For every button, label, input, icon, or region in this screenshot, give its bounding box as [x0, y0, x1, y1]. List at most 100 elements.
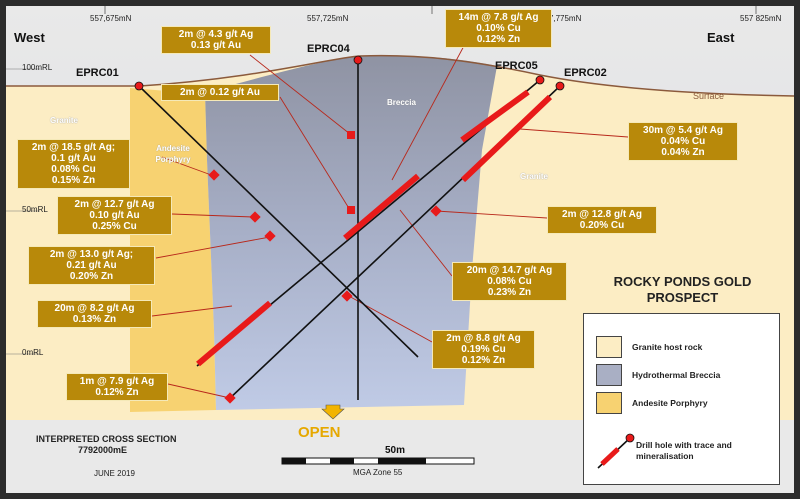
- callout-line: 2m @ 12.7 g/t Ag: [74, 199, 155, 210]
- interval: [460, 94, 553, 183]
- legend-interval: [600, 447, 620, 466]
- leader-line: [167, 383, 231, 399]
- callout-line: 0.23% Zn: [487, 287, 532, 298]
- legend-swatch-granite: [596, 336, 622, 358]
- callout-line: 20m @ 8.2 g/t Ag: [54, 303, 135, 314]
- interval-point: [224, 392, 236, 404]
- callout-line: 2m @ 8.8 g/t Ag: [446, 333, 521, 344]
- leader-line: [155, 236, 271, 259]
- assay-callout: 2m @ 8.8 g/t Ag 0.19% Cu 0.12% Zn: [432, 330, 535, 369]
- interval-point: [249, 211, 261, 223]
- leader-line: [171, 213, 254, 218]
- callout-line: 0.20% Zn: [69, 271, 114, 282]
- assay-callout: 30m @ 5.4 g/t Ag 0.04% Cu 0.04% Zn: [628, 122, 738, 161]
- assay-callout: 2m @ 4.3 g/t Ag 0.13 g/t Au: [161, 26, 271, 54]
- coord-label-2: 557,725mN: [307, 14, 349, 23]
- leader-line: [391, 43, 466, 181]
- collar-eprc01: [134, 81, 144, 91]
- callout-line: 20m @ 14.7 g/t Ag: [466, 265, 553, 276]
- callout-line: 0.21 g/t Au: [66, 260, 117, 271]
- coord-label-1: 557,675mN: [90, 14, 132, 23]
- andesite-label: Andesite Porphyry: [155, 144, 191, 164]
- callout-line: 0.19% Cu: [461, 344, 506, 355]
- legend-collar: [625, 433, 635, 443]
- leader-line: [435, 210, 548, 219]
- assay-callout: 2m @ 12.8 g/t Ag 0.20% Cu: [547, 206, 657, 234]
- scale-bar: [281, 457, 475, 465]
- callout-line: 0.1 g/t Au: [51, 153, 96, 164]
- section-title: INTERPRETED CROSS SECTION: [36, 434, 177, 444]
- callout-line: 0.12% Zn: [476, 34, 521, 45]
- callout-line: 14m @ 7.8 g/t Ag: [458, 12, 539, 23]
- section-coord: 7792000mE: [78, 445, 128, 455]
- interval: [343, 173, 420, 241]
- callout-line: 0.25% Cu: [92, 221, 137, 232]
- surface-label: Surface: [693, 91, 725, 101]
- interval: [196, 300, 272, 367]
- legend-label-andesite: Andesite Porphyry: [632, 398, 708, 408]
- legend-label-granite: Granite host rock: [632, 342, 703, 352]
- coord-label-3: 557,775mN: [540, 14, 582, 23]
- callout-line: 2m @ 12.8 g/t Ag: [562, 209, 642, 220]
- legend-drill-icon: [597, 433, 635, 469]
- hole-label-eprc02: EPRC02: [564, 67, 607, 79]
- zone-label: MGA Zone 55: [353, 468, 403, 477]
- legend-swatch-andesite: [596, 392, 622, 414]
- callout-line: 0.12% Zn: [461, 355, 506, 366]
- callout-line: 0.13% Zn: [72, 314, 117, 325]
- callout-line: 0.12% Zn: [95, 387, 139, 398]
- callout-line: 2m @ 0.12 g/t Au: [180, 87, 260, 98]
- leader-lines: [151, 43, 629, 399]
- interval-point: [347, 206, 355, 214]
- rl-label-50: 50mRL: [22, 205, 48, 214]
- callout-line: 0.13 g/t Au: [190, 40, 242, 51]
- assay-callout: 1m @ 7.9 g/t Ag 0.12% Zn: [66, 373, 168, 401]
- collar-eprc04: [353, 55, 363, 65]
- hole-label-eprc04: EPRC04: [307, 43, 350, 55]
- legend-swatch-breccia: [596, 364, 622, 386]
- legend-label-drill: Drill hole with trace and mineralisation: [636, 440, 732, 461]
- callout-line: 2m @ 18.5 g/t Ag;: [31, 142, 116, 153]
- hole-label-eprc05: EPRC05: [495, 60, 538, 72]
- legend-label-breccia: Hydrothermal Breccia: [632, 370, 721, 380]
- trace-eprc01: [138, 85, 419, 358]
- scale-seg: [378, 458, 426, 464]
- callout-line: 0.08% Cu: [51, 164, 96, 175]
- scale-seg: [282, 458, 306, 464]
- assay-callout: 20m @ 8.2 g/t Ag 0.13% Zn: [37, 300, 152, 328]
- east-label: East: [707, 30, 735, 45]
- interval-point: [430, 205, 442, 217]
- leader-line: [279, 96, 351, 211]
- coord-label-4: 557 825mN: [740, 14, 782, 23]
- callout-line: 2m @ 13.0 g/t Ag;: [49, 249, 134, 260]
- leader-line: [151, 305, 233, 317]
- callout-line: 0.04% Cu: [660, 136, 706, 147]
- callout-line: 1m @ 7.9 g/t Ag: [79, 376, 155, 387]
- leader-line: [161, 156, 215, 177]
- leader-line: [249, 54, 351, 135]
- section-date: JUNE 2019: [94, 469, 135, 478]
- scale-label: 50m: [385, 445, 406, 456]
- rl-label-100: 100mRL: [22, 63, 53, 72]
- assay-callout: 2m @ 13.0 g/t Ag; 0.21 g/t Au 0.20% Zn: [28, 246, 155, 285]
- rl-label-0: 0mRL: [22, 348, 44, 357]
- callout-line: 0.15% Zn: [51, 175, 96, 186]
- breccia-label: Breccia: [387, 98, 416, 107]
- open-arrow-icon: [321, 404, 345, 420]
- assay-callout: 2m @ 12.7 g/t Ag 0.10 g/t Au 0.25% Cu: [57, 196, 172, 235]
- mineral-intervals: [196, 89, 553, 367]
- collar-eprc05: [535, 75, 545, 85]
- interval: [460, 89, 530, 143]
- interval-point: [208, 169, 220, 181]
- interval-point: [264, 230, 276, 242]
- open-label: OPEN: [298, 424, 341, 441]
- scale-seg: [330, 458, 354, 464]
- granite-left-label: Granite: [50, 116, 79, 125]
- interval-point: [341, 290, 353, 302]
- assay-callout: 2m @ 18.5 g/t Ag; 0.1 g/t Au 0.08% Cu 0.…: [17, 139, 130, 189]
- leader-line: [399, 209, 453, 277]
- hole-label-eprc01: EPRC01: [76, 67, 119, 79]
- collar-eprc02: [555, 81, 565, 91]
- assay-callout: 2m @ 0.12 g/t Au: [161, 84, 279, 101]
